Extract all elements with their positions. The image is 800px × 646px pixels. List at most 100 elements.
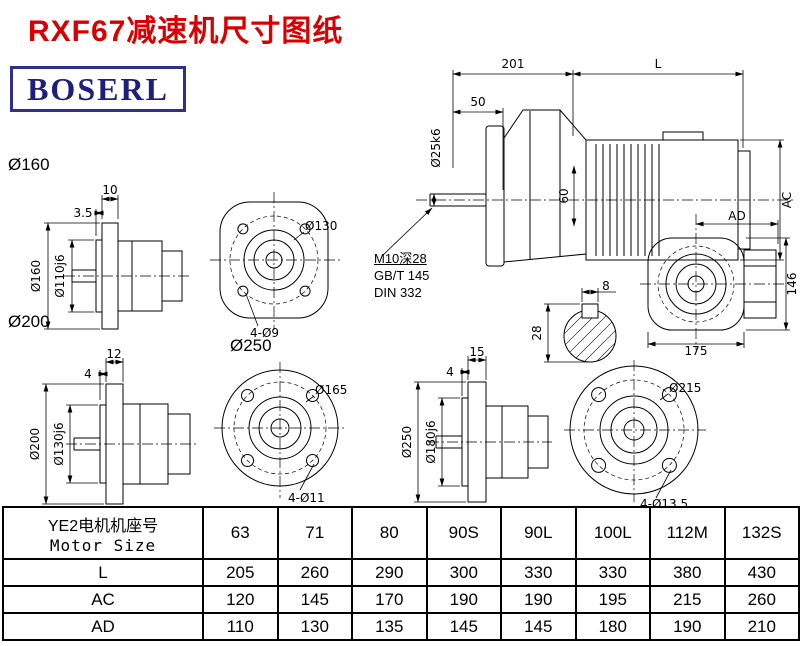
flange250-heading: Ø250 xyxy=(230,336,272,355)
dimension-lines xyxy=(94,195,119,236)
dim-50: 50 xyxy=(470,95,485,109)
dim-holes: 4-Ø9 xyxy=(250,326,279,340)
dimension-AC xyxy=(740,139,784,261)
dim-shaft-diameter: Ø25k6 xyxy=(429,128,443,167)
dim-10: 10 xyxy=(102,183,117,197)
dim-d200: Ø200 xyxy=(28,428,42,460)
size-header-cell: 90L xyxy=(500,506,577,560)
keyway xyxy=(581,303,599,319)
dim-value-cell: 120 xyxy=(202,585,279,614)
dimension-diameters xyxy=(42,383,104,505)
dim-d110j6: Ø110j6 xyxy=(53,254,67,297)
dim-value-cell: 190 xyxy=(500,585,577,614)
row-label-cell: AC xyxy=(2,585,204,614)
main-assembly-drawing: 201 L 50 Ø25k6 60 AC xyxy=(381,57,794,267)
flange160-side-view: 10 3.5 Ø160 Ø110j6 xyxy=(29,183,192,330)
dim-value-cell: 430 xyxy=(723,558,800,587)
dim-15: 15 xyxy=(469,345,484,359)
flange250-front-view: Ø215 4-Ø13.5 xyxy=(564,360,706,511)
dim-value-cell: 330 xyxy=(574,558,651,587)
size-header-cell: 90S xyxy=(425,506,502,560)
dimension-diameters xyxy=(414,381,466,503)
flange-outline xyxy=(214,362,346,498)
dim-value-cell: 195 xyxy=(574,585,651,614)
dimension-diameters xyxy=(44,222,100,330)
dim-12: 12 xyxy=(106,347,121,361)
dim-value-cell: 190 xyxy=(649,612,726,641)
motor-fins xyxy=(595,144,660,256)
note-gbt: GB/T 145 xyxy=(374,268,430,283)
dim-value-cell: 210 xyxy=(723,612,800,641)
bolt-circle-leader xyxy=(305,395,315,403)
dim-AC: AC xyxy=(780,192,794,208)
dim-value-cell: 215 xyxy=(649,585,726,614)
row-label-cell: L xyxy=(2,558,204,587)
thread-spec-notes: M10深28 GB/T 145 DIN 332 xyxy=(374,250,429,301)
table-row-AC: AC 120 145 170 190 190 195 215 260 xyxy=(2,585,800,614)
flange200-side-view: 12 4 Ø200 Ø130j6 xyxy=(28,347,198,505)
notes-leader-line xyxy=(381,207,433,257)
dim-4: 4 xyxy=(446,365,454,379)
dim-bolt-circle: Ø130 xyxy=(305,219,337,233)
size-header-cell: 80 xyxy=(351,506,428,560)
page-title: RXF67减速机尺寸图纸 xyxy=(28,15,344,48)
motor-size-header-cell: YE2电机机座号 Motor Size xyxy=(2,506,204,560)
motor-size-label-cn: YE2电机机座号 xyxy=(47,517,159,535)
flange200-front-view: Ø165 4-Ø11 xyxy=(214,362,347,505)
flange-and-body xyxy=(64,222,192,330)
dim-key-height: 28 xyxy=(530,325,544,340)
flange250-side-view: 15 4 Ø250 Ø180j6 xyxy=(400,345,552,503)
dimension-lines-top xyxy=(452,70,744,190)
size-header-cell: 100L xyxy=(574,506,651,560)
dim-value-cell: 260 xyxy=(276,558,353,587)
motor-body xyxy=(585,131,751,261)
dim-146: 146 xyxy=(785,273,799,296)
dim-value-cell: 145 xyxy=(276,585,353,614)
size-header-cell: 112M xyxy=(649,506,726,560)
dim-value-cell: 145 xyxy=(500,612,577,641)
dim-AD: AD xyxy=(728,209,745,223)
dim-value-cell: 170 xyxy=(351,585,428,614)
dim-value-cell: 260 xyxy=(723,585,800,614)
dimension-146 xyxy=(746,237,790,331)
dim-value-cell: 145 xyxy=(425,612,502,641)
logo-text: BOSERL xyxy=(27,70,169,107)
dim-key-width: 8 xyxy=(602,279,610,293)
rear-view-drawing: AD 146 175 xyxy=(640,209,799,358)
dimension-175 xyxy=(647,332,745,348)
dim-d160: Ø160 xyxy=(29,260,43,292)
dim-value-cell: 300 xyxy=(425,558,502,587)
dimension-lines xyxy=(98,358,124,400)
bolt-circle-leader xyxy=(659,393,669,401)
size-header-cell: 71 xyxy=(276,506,353,560)
dim-bolt-circle: Ø215 xyxy=(669,381,701,395)
dim-bolt-circle: Ø165 xyxy=(315,383,347,397)
housing-outline xyxy=(640,214,784,350)
table-row-L: L 205 260 290 300 330 330 380 430 xyxy=(2,558,800,587)
note-thread: M10深28 xyxy=(374,251,427,266)
size-header-cell: 63 xyxy=(202,506,279,560)
dim-value-cell: 110 xyxy=(202,612,279,641)
holes-leader xyxy=(245,293,259,327)
flange-and-body xyxy=(66,383,198,505)
shaft-key-section: 8 28 xyxy=(530,279,617,363)
table-header-row: YE2电机机座号 Motor Size 63 71 80 90S 90L 100… xyxy=(2,506,800,560)
flange160-heading: Ø160 xyxy=(8,155,50,174)
holes-leader xyxy=(655,469,672,499)
dim-60: 60 xyxy=(557,188,571,203)
dim-d250: Ø250 xyxy=(400,426,414,458)
flange-and-body xyxy=(428,381,552,503)
flange-outline xyxy=(564,360,706,502)
dim-3-5: 3.5 xyxy=(73,206,92,220)
row-label-cell: AD xyxy=(2,612,204,641)
dimension-lines xyxy=(544,288,616,363)
bolt-circle-leader xyxy=(293,231,305,241)
dimension-lines xyxy=(460,356,487,396)
flange160-front-view: Ø130 4-Ø9 xyxy=(210,192,340,340)
dim-value-cell: 130 xyxy=(276,612,353,641)
boserl-logo: BOSERL xyxy=(10,66,186,112)
table-row-AD: AD 110 130 135 145 145 180 190 210 xyxy=(2,612,800,641)
dim-value-cell: 290 xyxy=(351,558,428,587)
dim-value-cell: 180 xyxy=(574,612,651,641)
dim-d180j6: Ø180j6 xyxy=(424,420,438,463)
